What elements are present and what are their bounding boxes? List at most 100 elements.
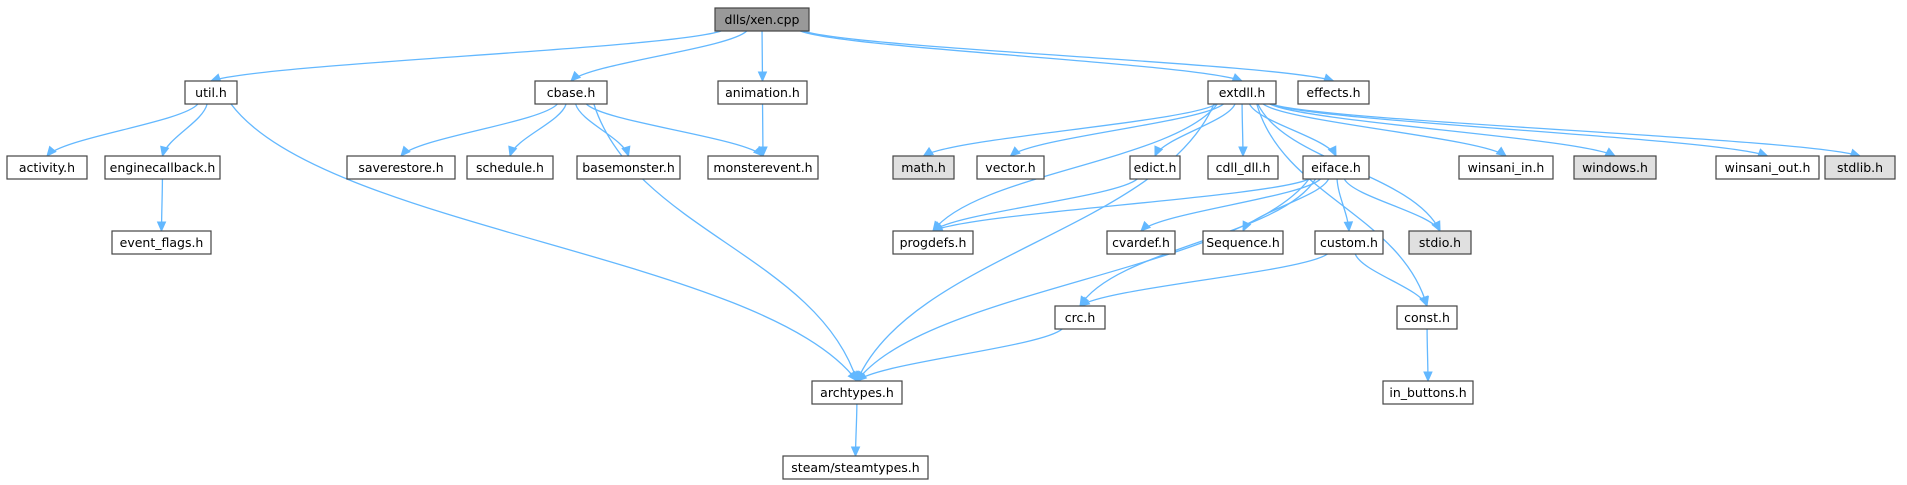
node-cbase[interactable]: cbase.h — [534, 80, 608, 105]
edge-xen-to-extdll — [800, 30, 1243, 82]
node-cdll-dll[interactable]: cdll_dll.h — [1207, 155, 1279, 180]
edge-extdll-to-archtypes — [856, 103, 1215, 382]
node-label: util.h — [195, 85, 227, 100]
node-box — [714, 7, 810, 32]
node-stdio: stdio.h — [1408, 230, 1472, 255]
arrowhead-const — [1419, 295, 1428, 308]
edge-cbase-to-monsterevent — [585, 103, 764, 157]
edge-xen-to-util — [210, 30, 722, 82]
node-label: stdio.h — [1419, 235, 1461, 250]
node-label: progdefs.h — [900, 235, 967, 250]
node-box — [1297, 80, 1370, 105]
node-label: archtypes.h — [820, 385, 894, 400]
node-custom[interactable]: custom.h — [1314, 230, 1384, 255]
node-saverestore[interactable]: saverestore.h — [346, 155, 456, 180]
edge-crc-to-archtypes — [856, 328, 1063, 382]
arrowhead-schedule — [508, 145, 518, 158]
node-edict[interactable]: edict.h — [1129, 155, 1181, 180]
edge-util-to-activity — [46, 103, 199, 157]
arrowhead-cdll_dll — [1238, 146, 1248, 158]
arrowhead-monsterevent — [758, 146, 768, 158]
node-stdlib: stdlib.h — [1824, 155, 1896, 180]
node-label: winsani_in.h — [1468, 160, 1545, 175]
node-label: Sequence.h — [1206, 235, 1280, 250]
edge-eiface-to-cvardef — [1140, 178, 1321, 232]
node-box — [466, 155, 554, 180]
node-winsani-out[interactable]: winsani_out.h — [1715, 155, 1820, 180]
edge-extdll-to-winsani_out — [1269, 103, 1768, 157]
node-label: event_flags.h — [120, 235, 204, 250]
arrowhead-event_flags — [156, 221, 167, 233]
node-schedule[interactable]: schedule.h — [466, 155, 554, 180]
node-const[interactable]: const.h — [1396, 305, 1458, 330]
arrowhead-archtypes — [856, 371, 868, 382]
arrowhead-enginecallback — [160, 145, 170, 158]
node-box — [6, 155, 88, 180]
node-box — [782, 455, 929, 480]
edge-xen-to-effects — [802, 30, 1334, 82]
node-basemonster[interactable]: basemonster.h — [576, 155, 681, 180]
node-box — [104, 155, 221, 180]
node-box — [1207, 80, 1277, 105]
edge-eiface-to-archtypes — [856, 178, 1310, 382]
node-box — [1458, 155, 1554, 180]
node-label: eiface.h — [1311, 160, 1361, 175]
node-winsani-in[interactable]: winsani_in.h — [1458, 155, 1554, 180]
node-box — [1106, 230, 1176, 255]
arrowhead-eiface — [1327, 145, 1337, 158]
node-box — [184, 80, 238, 105]
node-box — [1314, 230, 1384, 255]
node-label: math.h — [901, 160, 946, 175]
node-label: activity.h — [19, 160, 75, 175]
node-box — [346, 155, 456, 180]
node-enginecallback[interactable]: enginecallback.h — [104, 155, 221, 180]
node-box — [892, 155, 955, 180]
node-box — [717, 80, 808, 105]
node-label: dlls/xen.cpp — [725, 12, 800, 27]
node-steamtypes[interactable]: steam/steamtypes.h — [782, 455, 929, 480]
edge-extdll-to-vector — [1010, 103, 1224, 157]
node-monsterevent[interactable]: monsterevent.h — [707, 155, 819, 180]
node-box — [1382, 380, 1474, 405]
node-label: cvardef.h — [1112, 235, 1170, 250]
node-label: monsterevent.h — [713, 160, 812, 175]
node-sequence[interactable]: Sequence.h — [1202, 230, 1284, 255]
node-box — [576, 155, 681, 180]
node-box — [811, 380, 903, 405]
edge-util-to-archtypes — [230, 103, 858, 382]
node-label: schedule.h — [476, 160, 544, 175]
node-animation[interactable]: animation.h — [717, 80, 808, 105]
node-box — [707, 155, 819, 180]
edge-extdll-to-edict — [1154, 103, 1236, 157]
node-box — [1408, 230, 1472, 255]
node-box — [1054, 305, 1106, 330]
arrowhead-steamtypes — [850, 446, 861, 458]
node-event-flags[interactable]: event_flags.h — [111, 230, 212, 255]
edge-extdll-to-math — [923, 103, 1217, 157]
arrowhead-stdio — [1431, 220, 1441, 233]
node-vector[interactable]: vector.h — [976, 155, 1045, 180]
edge-cbase-to-archtypes — [593, 103, 858, 382]
arrowhead-windows — [1604, 147, 1617, 157]
node-in-buttons[interactable]: in_buttons.h — [1382, 380, 1474, 405]
node-label: stdlib.h — [1837, 160, 1883, 175]
node-progdefs[interactable]: progdefs.h — [892, 230, 974, 255]
node-util[interactable]: util.h — [184, 80, 238, 105]
arrowhead-in_buttons — [1423, 371, 1433, 383]
node-box — [1202, 230, 1284, 255]
node-xen[interactable]: dlls/xen.cpp — [714, 7, 810, 32]
edge-eiface-to-stdio — [1343, 178, 1441, 232]
node-effects[interactable]: effects.h — [1297, 80, 1370, 105]
arrowhead-crc — [1079, 296, 1091, 307]
edge-edict-to-progdefs — [932, 178, 1138, 232]
node-crc[interactable]: crc.h — [1054, 305, 1106, 330]
node-eiface[interactable]: eiface.h — [1302, 155, 1370, 180]
node-cvardef[interactable]: cvardef.h — [1106, 230, 1176, 255]
node-activity[interactable]: activity.h — [6, 155, 88, 180]
node-label: extdll.h — [1219, 85, 1266, 100]
arrowhead-saverestore — [400, 145, 411, 157]
node-archtypes[interactable]: archtypes.h — [811, 380, 903, 405]
node-extdll[interactable]: extdll.h — [1207, 80, 1277, 105]
node-label: const.h — [1404, 310, 1450, 325]
